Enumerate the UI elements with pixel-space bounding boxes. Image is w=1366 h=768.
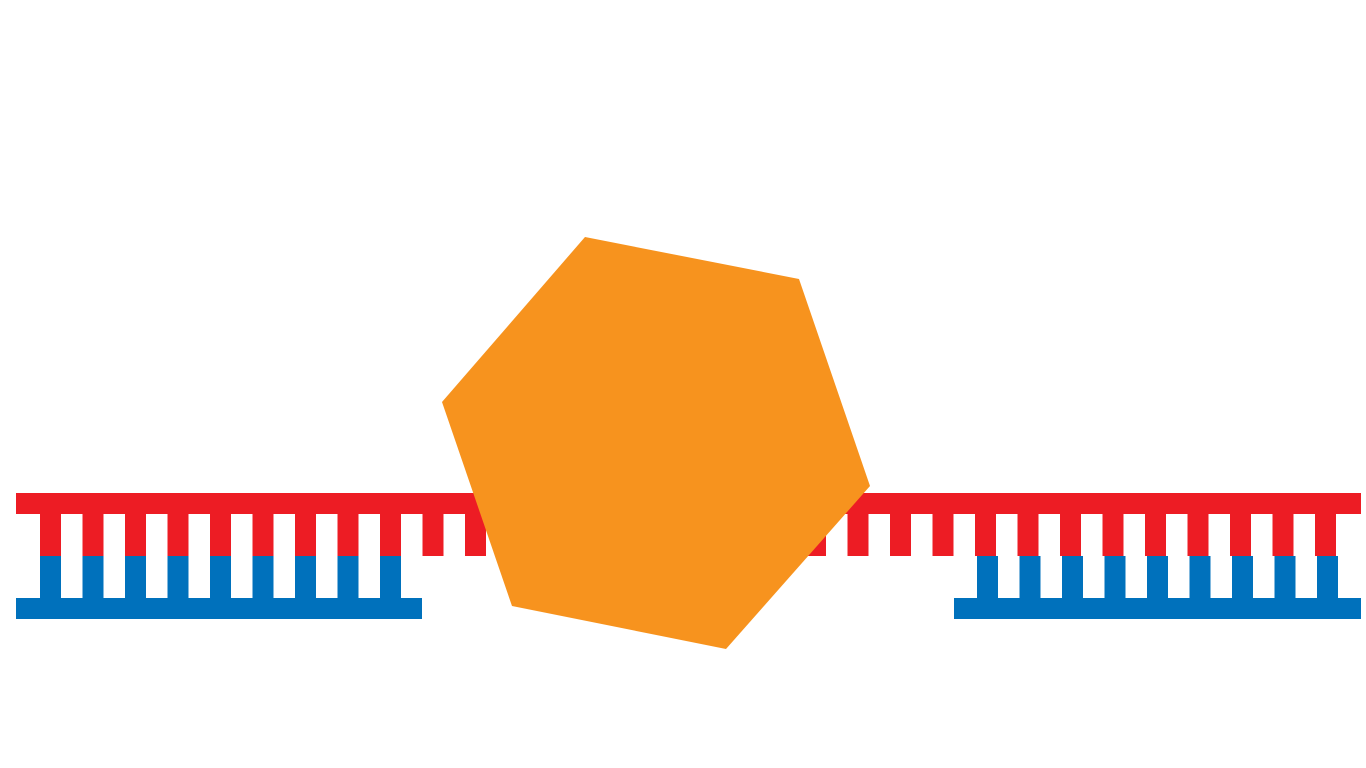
- top-base: [380, 514, 401, 556]
- top-base: [82, 514, 104, 556]
- bottom-left-base: [380, 556, 401, 598]
- bottom-right-base: [1019, 556, 1041, 598]
- top-base: [1017, 514, 1039, 556]
- top-base: [125, 514, 146, 556]
- dna-bottom-strand-left: [16, 556, 422, 619]
- top-base: [847, 514, 869, 556]
- bottom-left-backbone: [16, 598, 422, 619]
- top-base: [295, 514, 316, 556]
- top-base: [1060, 514, 1081, 556]
- bottom-right-base: [1274, 556, 1296, 598]
- top-base: [1102, 514, 1124, 556]
- top-base: [40, 514, 61, 556]
- bottom-right-base: [1189, 556, 1211, 598]
- top-base: [1187, 514, 1209, 556]
- top-base: [337, 514, 359, 556]
- bottom-left-base: [252, 556, 274, 598]
- bottom-right-base: [1147, 556, 1168, 598]
- top-base: [1230, 514, 1251, 556]
- bottom-left-base: [82, 556, 104, 598]
- bottom-left-base: [295, 556, 316, 598]
- bottom-right-backbone: [954, 598, 1361, 619]
- bottom-left-base: [337, 556, 359, 598]
- bottom-right-base: [1317, 556, 1338, 598]
- bottom-right-base: [1104, 556, 1126, 598]
- top-base: [1315, 514, 1336, 556]
- top-base: [210, 514, 231, 556]
- bottom-right-base: [1232, 556, 1253, 598]
- bottom-left-bases: [40, 556, 401, 598]
- top-base: [932, 514, 954, 556]
- top-base: [465, 514, 486, 556]
- top-base: [167, 514, 189, 556]
- bottom-right-base: [977, 556, 998, 598]
- bottom-right-base: [1062, 556, 1083, 598]
- top-base: [1272, 514, 1294, 556]
- top-base: [1145, 514, 1166, 556]
- top-base: [975, 514, 996, 556]
- bottom-left-base: [167, 556, 189, 598]
- top-base: [890, 514, 911, 556]
- enzyme-hexagon: [442, 237, 870, 649]
- bottom-left-base: [40, 556, 61, 598]
- dna-bottom-strand-right: [954, 556, 1361, 619]
- top-base: [252, 514, 274, 556]
- bottom-left-base: [125, 556, 146, 598]
- bottom-right-bases: [977, 556, 1338, 598]
- top-base: [422, 514, 444, 556]
- bottom-left-base: [210, 556, 231, 598]
